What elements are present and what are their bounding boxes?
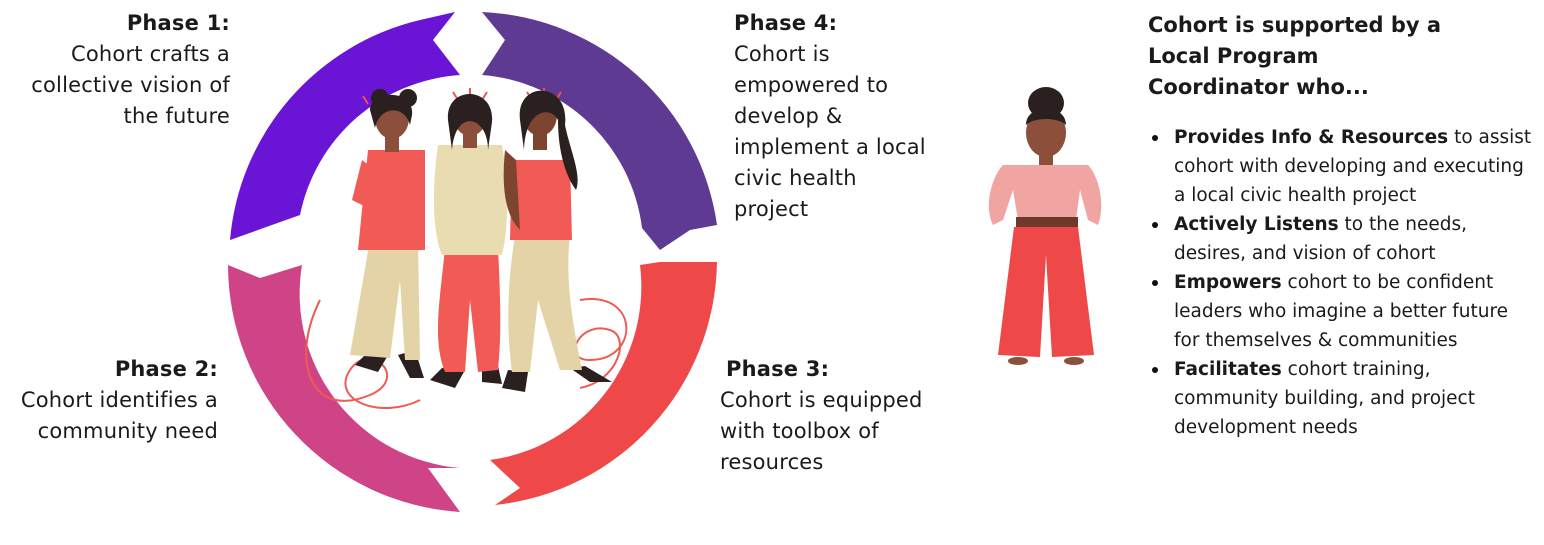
- coordinator-item-bold: Empowers: [1174, 272, 1282, 293]
- woman-middle-illustration: [430, 93, 508, 388]
- phase-4-arc: [482, 12, 717, 250]
- phase-4-line-1: Cohort is: [734, 42, 830, 66]
- coordinator-panel: Cohort is supported by a Local Program C…: [1148, 10, 1538, 442]
- cycle-diagram: [228, 12, 717, 512]
- phase-1-line-3: the future: [123, 104, 230, 128]
- coordinator-item-bold: Actively Listens: [1174, 214, 1339, 235]
- coordinator-title-line-1: Cohort is supported by a: [1148, 13, 1442, 37]
- phase-4-line-5: civic health: [734, 166, 857, 190]
- coordinator-title-line-2: Local Program: [1148, 44, 1319, 68]
- phase-2-arc: [228, 265, 460, 512]
- woman-left-illustration: [350, 89, 425, 378]
- coordinator-item-text: cohort training, community building, and…: [1174, 359, 1475, 438]
- phase-2-line-1: Cohort identifies a: [20, 388, 218, 412]
- phase-4-line-3: develop &: [734, 104, 843, 128]
- phase-3-text: Phase 3: Cohort is equipped with toolbox…: [720, 354, 960, 478]
- phase-2-title: Phase 2:: [114, 357, 218, 381]
- woman-right-illustration: [502, 90, 612, 392]
- phase-3-line-3: resources: [720, 450, 824, 474]
- coordinator-item: Facilitates cohort training, community b…: [1152, 355, 1538, 442]
- phase-3-line-2: with toolbox of: [720, 419, 879, 443]
- coordinator-item: Actively Listens to the needs, desires, …: [1152, 210, 1538, 268]
- phase-1-text: Phase 1: Cohort crafts a collective visi…: [20, 8, 230, 132]
- phase-4-line-4: implement a local: [734, 135, 926, 159]
- coordinator-item-bold: Provides Info & Resources: [1174, 127, 1449, 148]
- decorative-squiggle-left: [305, 299, 421, 409]
- coordinator-item-text: cohort to be confident leaders who imagi…: [1174, 272, 1509, 351]
- phase-3-line-1: Cohort is equipped: [720, 388, 923, 412]
- coordinator-item-text: to the needs, desires, and vision of coh…: [1174, 214, 1467, 264]
- coordinator-item-bold: Facilitates: [1174, 359, 1282, 380]
- phase-3-title: Phase 3:: [726, 357, 830, 381]
- phase-4-text: Phase 4: Cohort is empowered to develop …: [734, 8, 964, 225]
- phase-4-line-2: empowered to: [734, 73, 889, 97]
- coordinator-item: Empowers cohort to be confident leaders …: [1152, 268, 1538, 355]
- coordinator-title-line-3: Coordinator who...: [1148, 75, 1369, 99]
- phase-2-line-2: community need: [37, 419, 218, 443]
- phase-4-title: Phase 4:: [734, 11, 838, 35]
- coordinator-item-text: to assist cohort with developing and exe…: [1174, 127, 1532, 206]
- phase-1-title: Phase 1:: [126, 11, 230, 35]
- coordinator-illustration: [988, 87, 1102, 365]
- coordinator-title: Cohort is supported by a Local Program C…: [1148, 10, 1538, 103]
- coordinator-item: Provides Info & Resources to assist coho…: [1152, 123, 1538, 210]
- coordinator-list: Provides Info & Resources to assist coho…: [1148, 123, 1538, 442]
- phase-1-arc: [230, 12, 460, 240]
- phase-3-arc: [490, 262, 717, 505]
- phase-4-line-6: project: [734, 197, 809, 221]
- phase-1-line-1: Cohort crafts a: [70, 42, 230, 66]
- phase-2-text: Phase 2: Cohort identifies a community n…: [0, 354, 218, 447]
- phase-1-line-2: collective vision of: [31, 73, 230, 97]
